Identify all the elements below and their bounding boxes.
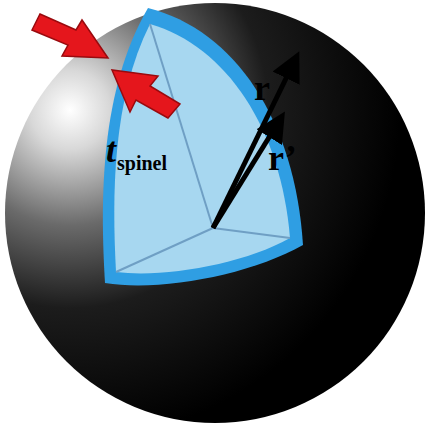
radius-label: r’ (268, 140, 297, 176)
radius-arrow (213, 58, 296, 228)
thickness-symbol: t (106, 132, 116, 168)
sphere (5, 3, 425, 423)
core-region (114, 24, 290, 273)
octant-edges (116, 24, 290, 272)
pointer-arrow (32, 14, 108, 58)
radius-label: r (254, 70, 270, 106)
pointer-arrow (112, 70, 180, 118)
spinel-shell (103, 8, 303, 285)
thickness-subscript: spinel (117, 153, 167, 173)
